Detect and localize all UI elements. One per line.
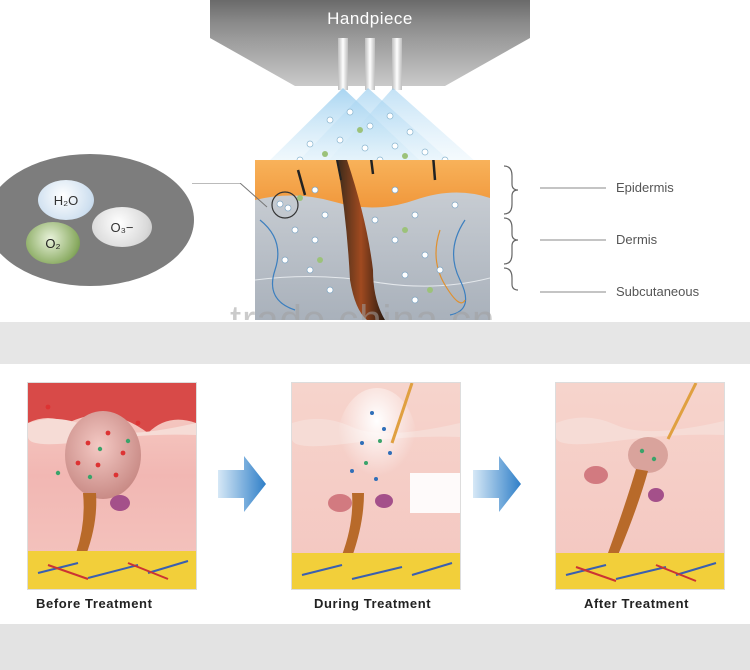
skin-cross-section	[255, 160, 490, 320]
handpiece-label: Handpiece	[327, 9, 413, 28]
label-dermis: Dermis	[616, 232, 658, 247]
caption-before-treatment: Before Treatment	[36, 596, 153, 611]
after-treatment-panel	[555, 382, 725, 590]
label-subcutaneous: Subcutaneous	[616, 284, 700, 299]
pointer-line	[192, 183, 268, 208]
handpiece-nozzle	[210, 38, 530, 90]
arrow-right-icon	[218, 456, 266, 512]
before-treatment-panel	[27, 382, 197, 590]
ozone-molecule: O₃−	[92, 207, 152, 247]
caption-during-treatment: During Treatment	[314, 596, 432, 611]
layer-braces	[503, 165, 606, 293]
mist-spray	[260, 88, 485, 170]
footer-band	[0, 624, 750, 670]
during-treatment-panel	[291, 382, 461, 590]
handpiece-body: Handpiece	[210, 0, 530, 38]
divider-band	[0, 322, 750, 364]
caption-after-treatment: After Treatment	[584, 596, 690, 611]
arrow-right-icon	[473, 456, 521, 512]
diagram-top-panel: Handpiece	[0, 0, 750, 320]
label-epidermis: Epidermis	[616, 180, 674, 195]
hair-follicle	[337, 160, 385, 320]
oxygen-molecule: O₂	[26, 222, 80, 264]
h2o-molecule: H₂O	[38, 180, 94, 220]
magnify-circle	[271, 191, 299, 219]
